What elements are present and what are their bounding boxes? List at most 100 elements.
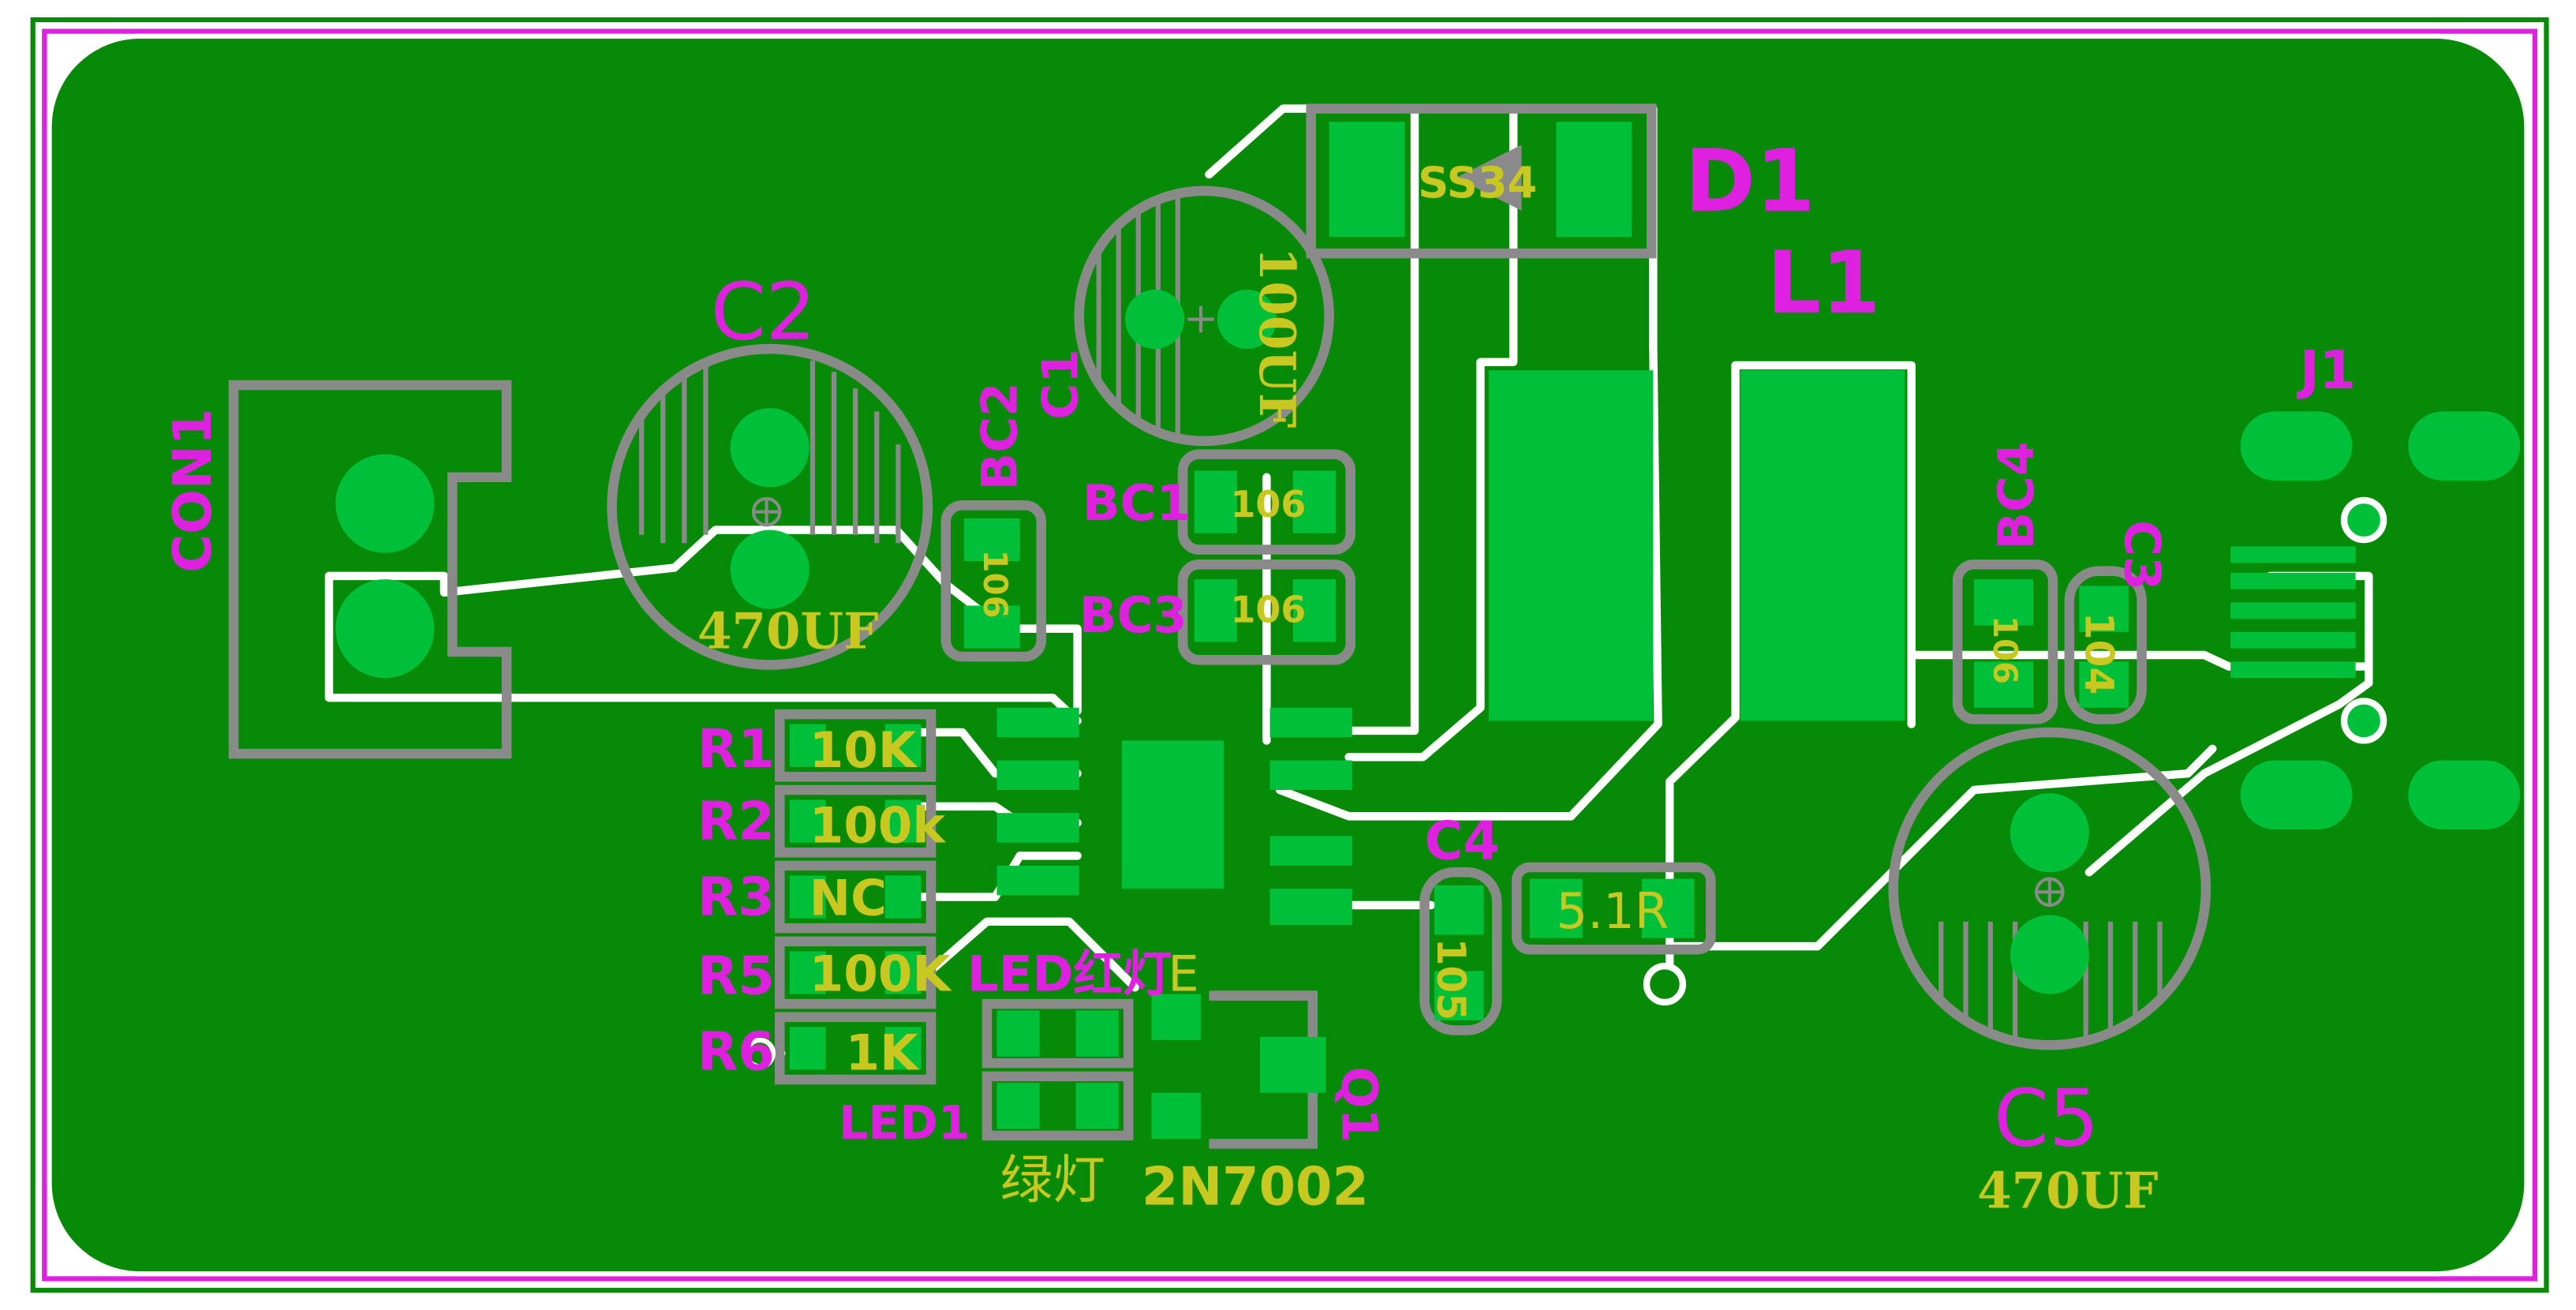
l1-label: L1 — [1767, 233, 1880, 333]
c1-pad-2 — [1217, 290, 1277, 350]
r5-outline — [775, 936, 937, 1009]
trace-l1-out — [1731, 361, 1916, 728]
r3-label: R3 — [697, 866, 775, 927]
q1-label: Q1 — [1330, 1066, 1388, 1143]
q1-pad-3 — [1260, 1036, 1326, 1093]
j1-pin-3 — [2230, 602, 2356, 619]
ref-labels: CON1 C2 BC2 C1 BC1 BC3 D1 L1 R1 R2 R3 R5… — [162, 131, 2356, 1165]
d1-triangle — [1456, 144, 1522, 211]
r3-outline — [775, 860, 937, 934]
ic-pad-r4 — [1269, 889, 1352, 926]
r5-pad-2 — [884, 951, 922, 994]
d1-pad-2 — [1556, 122, 1632, 238]
bc2-value: 106 — [976, 550, 1015, 619]
bc1-label: BC1 — [1082, 474, 1191, 532]
con1-label: CON1 — [162, 409, 223, 573]
r1-pad-1 — [789, 724, 826, 767]
r3-pad-2 — [884, 875, 922, 919]
bc1-pad-2 — [1292, 470, 1336, 533]
bc1-outline — [1177, 449, 1355, 555]
c4-value: 105 — [1428, 938, 1474, 1020]
ic-pad-center — [1121, 740, 1224, 889]
bc3-pad-2 — [1292, 579, 1336, 642]
r6-pad-2 — [884, 1027, 922, 1070]
led-red-label: LED红灯 — [967, 945, 1172, 1002]
r6-pad-1 — [789, 1027, 826, 1070]
q1-value: 2N7002 — [1142, 1156, 1369, 1218]
bc2-pad-2 — [963, 605, 1020, 649]
c5-value: 470UF — [1977, 1162, 2158, 1220]
c1-label: C1 — [1032, 349, 1090, 419]
l1-pad-1 — [1488, 370, 1654, 721]
value-labels: 470UF 106 100UF 106 106 SS34 10K 100k NC… — [697, 158, 2159, 1219]
c3-label: C3 — [2114, 520, 2171, 590]
c2-pad-2 — [730, 530, 809, 609]
r1-outline — [775, 709, 937, 782]
d1-label: D1 — [1684, 131, 1815, 231]
c2-pad-1 — [730, 408, 809, 488]
con1-pad-2 — [335, 579, 435, 679]
trace-r-bus4 — [917, 917, 1139, 992]
trace-d1-left — [1344, 104, 1419, 735]
c2-value: 470UF — [697, 602, 878, 661]
board-outline — [30, 17, 2549, 1293]
silkscreen — [228, 103, 2211, 1149]
c4-pad-2 — [1434, 971, 1484, 1020]
r4-pad-1 — [1529, 878, 1583, 938]
r4-value: 5.1R — [1556, 882, 1669, 940]
j1-holes — [2340, 496, 2387, 744]
c1-value: 100UF — [1248, 247, 1307, 429]
bc2-pad-1 — [963, 518, 1020, 562]
r6-value: 1K — [846, 1024, 921, 1082]
j1-pad-shield-4 — [2408, 760, 2521, 830]
r5-label: R5 — [697, 945, 775, 1007]
ic-pad-r1 — [1269, 707, 1352, 738]
led-red-pad-2 — [1075, 1010, 1119, 1057]
r5-value: 100K — [809, 945, 953, 1002]
ic-pad-l4 — [996, 865, 1079, 896]
c4-label: C4 — [1425, 810, 1500, 872]
ic-pad-l3 — [996, 813, 1079, 843]
d1-outline — [1306, 103, 1657, 259]
led1-pad-1 — [996, 1083, 1040, 1129]
c1-outline — [1074, 185, 1334, 447]
bc3-pad-1 — [1194, 579, 1237, 642]
r2-outline — [775, 784, 937, 858]
bc1-value: 106 — [1231, 483, 1307, 526]
bc2-label: BC2 — [970, 382, 1028, 490]
bc4-outline — [1952, 560, 2058, 724]
j1-pin-5 — [2230, 661, 2356, 679]
bc2-outline — [940, 500, 1047, 662]
bc1-pad-1 — [1194, 470, 1237, 533]
trace-d1-right — [1344, 104, 1518, 762]
bc4-value: 106 — [1986, 616, 2025, 684]
q1-pad-2 — [1151, 1092, 1201, 1140]
bc4-pad-2 — [1973, 661, 2033, 708]
ic-pad-r3 — [1269, 836, 1352, 866]
c3-pad-2 — [2079, 661, 2129, 708]
bc3-label: BC3 — [1079, 586, 1187, 644]
r6-outline — [775, 1012, 937, 1085]
r4-pad-2 — [1641, 878, 1695, 938]
r4-outline — [1512, 862, 1716, 955]
keepout-outline — [42, 28, 2538, 1282]
bc3-value: 106 — [1231, 588, 1307, 631]
r1-pad-2 — [884, 724, 922, 767]
c4-outline — [1419, 867, 1502, 1035]
bc4-pad-1 — [1973, 579, 2033, 626]
q1-pad-1 — [1151, 994, 1201, 1040]
led1-label: LED1 — [839, 1096, 970, 1150]
c5-pad-2 — [2010, 915, 2089, 994]
led-red-outline — [981, 998, 1134, 1069]
led-red-pad-1 — [996, 1010, 1040, 1057]
c5-label: C5 — [1994, 1072, 2099, 1164]
j1-pin-2 — [2230, 572, 2356, 590]
r1-value: 10K — [809, 721, 918, 779]
c3-value: 104 — [2077, 612, 2122, 694]
r2-label: R2 — [697, 791, 775, 852]
led-red-suffix: E — [1168, 945, 1199, 1002]
j1-hole-1 — [2340, 496, 2387, 544]
ic-pad-l1 — [996, 707, 1079, 738]
c5-pad-1 — [2010, 793, 2089, 873]
